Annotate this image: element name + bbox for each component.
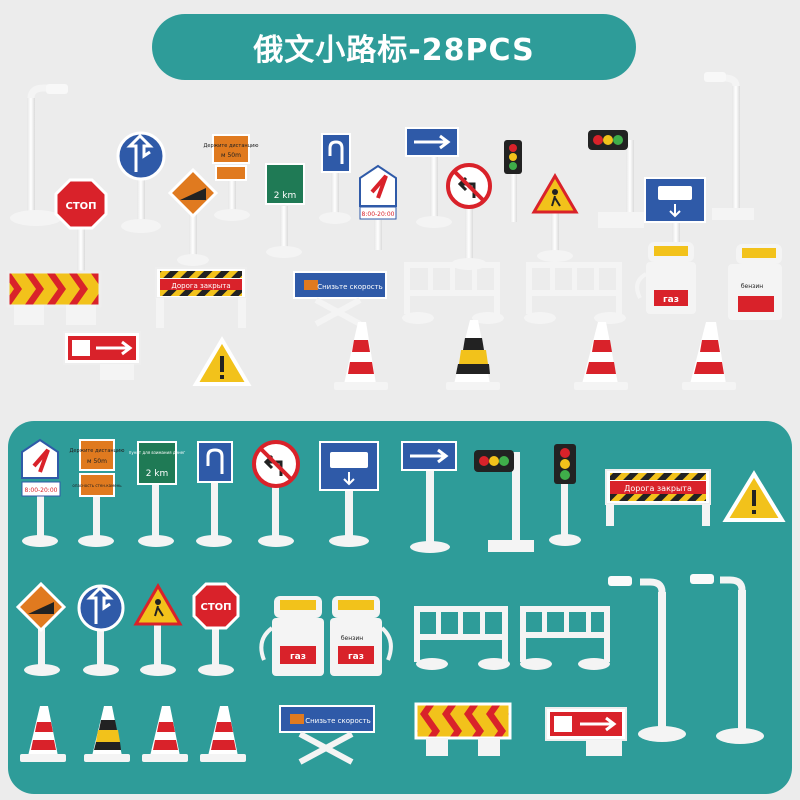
distance-m-text: м 50m [221, 152, 241, 159]
route-sign-top [405, 127, 459, 228]
title-banner: 俄文小路标-28PCS [152, 14, 636, 80]
pedestrian-sign-top [531, 173, 579, 262]
petrol-text-top: бензин [741, 283, 763, 290]
bus-sign-top [644, 177, 706, 250]
warning-triangle-top [192, 336, 252, 386]
fence-bottom-left [414, 606, 510, 670]
stop-sign-bottom: СТОП [192, 582, 240, 676]
chevron-board-top [6, 270, 102, 325]
slow-down-text-bottom: Снизьте скорость [305, 717, 371, 725]
slow-down-text-top: Снизьте скорость [317, 283, 383, 291]
street-lamp-right [704, 72, 754, 220]
street-lamp-bottom-right [690, 574, 764, 744]
gas-text-bottom-left: газ [290, 652, 306, 662]
traffic-light-vertical-bottom [549, 444, 581, 546]
gas-pump-top-left: газ [635, 242, 696, 314]
hours-text-bottom: 8:00-20:00 [25, 487, 58, 494]
traffic-light-vertical-top [504, 140, 522, 222]
cone-bottom-2 [84, 706, 130, 762]
road-closed-text-top: Дорога закрыта [171, 282, 230, 290]
uturn-sign-top [319, 133, 351, 224]
hours-text: 8:00-20:00 [362, 211, 395, 218]
distance-keep-text-bottom: Держите дистанцию [69, 448, 124, 454]
uturn-sign-bottom [196, 441, 233, 547]
stop-text-bottom: СТОП [200, 602, 231, 613]
checkpoint-text: пункт для взимания денег [129, 450, 185, 455]
stop-text: СТОП [65, 201, 96, 212]
rockfall-sign [167, 167, 219, 266]
slow-down-sign-bottom: Снизьте скорость [279, 705, 375, 765]
direction-sign-blue [116, 131, 166, 233]
cone-bottom-3 [142, 706, 188, 762]
road-closed-barrier-top: Дорога закрыта [155, 267, 247, 328]
roadwork-arrow-sign-top [63, 331, 141, 380]
distance-sign-bottom: Держите дистанцию м 50m опасность стен.к… [69, 439, 125, 547]
cone-top-3 [574, 322, 628, 390]
title-text: 俄文小路标-28PCS [253, 33, 535, 68]
distance-sign-top: Держите дистанцию м 50m [203, 134, 259, 221]
bus-sign-bottom [319, 441, 379, 547]
chevron-board-bottom [414, 702, 512, 756]
fence-bottom-right [520, 606, 610, 670]
km-text-bottom: 2 km [146, 469, 169, 479]
fence-top-right [524, 262, 626, 324]
cone-top-1 [334, 322, 388, 390]
warning-triangle-bottom [722, 470, 786, 522]
street-lamp-bottom-left [608, 576, 686, 742]
roadwork-arrow-sign-bottom [545, 707, 627, 756]
danger-note-text: опасность стен.камень [72, 483, 122, 488]
km-text: 2 km [274, 191, 297, 201]
rockfall-sign-bottom [15, 581, 67, 676]
cone-top-4 [682, 322, 736, 390]
gas-pump-top-right: бензин [728, 244, 782, 320]
gas-pump-bottom-left: газ [259, 596, 324, 676]
km-sign-bottom: пункт для взимания денег 2 km [129, 441, 185, 547]
hours-sign-top: 8:00-20:00 [359, 164, 397, 250]
slow-down-sign-top: Снизьте скорость [293, 271, 387, 327]
gas-pump-bottom-right: бензин газ [330, 596, 393, 676]
traffic-light-horizontal-top [588, 130, 644, 228]
fence-top-left [402, 262, 504, 324]
gas-text-top: газ [663, 295, 679, 305]
traffic-light-horizontal-bottom [474, 450, 534, 552]
stop-sign-top: СТОП [54, 178, 108, 308]
street-lamp-left [10, 84, 68, 226]
pedestrian-sign-bottom [133, 583, 183, 676]
road-closed-text-bottom: Дорога закрыта [624, 484, 692, 493]
hours-sign-bottom: 8:00-20:00 [21, 438, 61, 547]
km-sign-top: 2 km [265, 163, 305, 258]
no-left-turn-sign-bottom [252, 440, 300, 547]
distance-m-text-bottom: м 50m [87, 458, 107, 465]
road-closed-barrier-bottom: Дорога закрыта [605, 469, 711, 526]
gas-text-bottom-right: газ [348, 652, 364, 662]
route-sign-bottom [401, 441, 457, 553]
petrol-text-bottom: бензин [341, 635, 363, 642]
distance-keep-text: Держите дистанцию [203, 143, 258, 149]
cone-top-2 [446, 320, 500, 390]
cone-bottom-1 [20, 706, 66, 762]
cone-bottom-4 [200, 706, 246, 762]
direction-sign-blue-bottom [77, 584, 125, 676]
